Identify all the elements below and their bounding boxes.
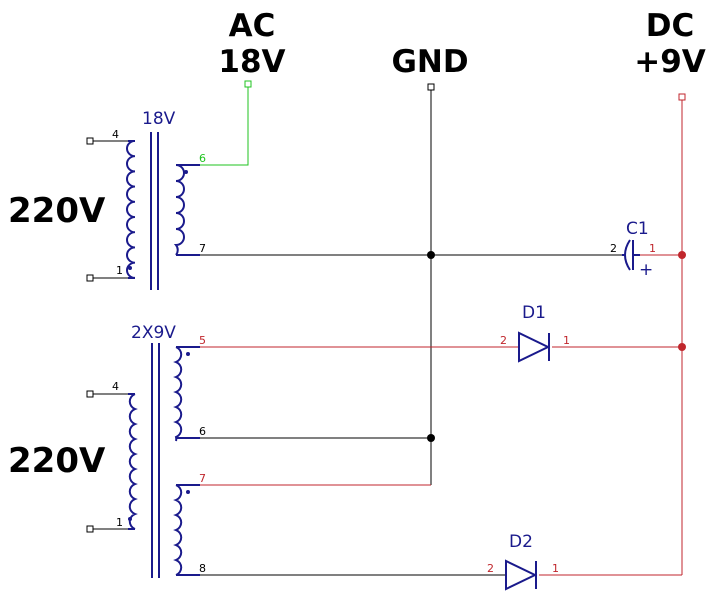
t1-pin1-terminal [86,274,94,282]
dc-terminal [678,93,686,101]
t2-pin1-label: 1 [116,516,123,529]
t2-pin1-terminal [86,525,94,533]
d2-pin1-label: 1 [552,562,559,575]
ac-terminal [244,80,252,88]
t2-pin8-label: 8 [199,562,206,575]
t1-primary-dot [128,266,132,270]
t1-pin4-label: 4 [112,128,119,141]
ac-wire [200,87,249,166]
diode-d1: D1 2 1 [500,303,570,363]
t2-lower-dot [186,490,190,494]
t1-pin6-label: 6 [199,152,206,165]
gnd-junction-top [427,251,435,259]
c1-pin2-label: 2 [610,242,617,255]
d2-ref-label: D2 [509,532,533,552]
t1-pin7-label: 7 [199,242,206,255]
c1-pin1-label: 1 [649,242,656,255]
d1-ref-label: D1 [522,303,546,323]
t1-ref-label: 18V [142,109,176,129]
t2-pin7-label: 7 [199,472,206,485]
d1-pin2-label: 2 [500,334,507,347]
t2-pin6-label: 6 [199,425,206,438]
t2-ref-label: 2X9V [131,323,176,343]
t2-pin4-label: 4 [112,380,119,393]
primary1-voltage-label: 220V [8,191,106,231]
primary2-voltage-label: 220V [8,441,106,481]
dc-label-line1: DC [646,8,694,44]
dc-junction-bottom [678,343,686,351]
t1-secondary-dot [184,170,188,174]
gnd-junction-bottom [427,434,435,442]
t2-primary-dot [128,517,132,521]
t2-pin4-terminal [86,390,94,398]
gnd-terminal [427,83,435,91]
d1-pin1-label: 1 [563,334,570,347]
transformer-t2: 2X9V 4 1 5 6 7 8 [86,323,206,578]
capacitor-c1: C1 + 2 1 [610,219,656,280]
ac-label-line2: 18V [218,44,285,80]
t1-pin4-terminal [86,137,94,145]
ac-label-line1: AC [229,8,276,44]
dc-junction-top [678,251,686,259]
t2-pin5-label: 5 [199,334,206,347]
transformer-t1: 18V 4 1 6 7 [86,109,206,290]
diode-d2: D2 2 1 [487,532,559,591]
dc-label-line2: +9V [634,44,706,80]
t1-pin1-label: 1 [116,264,123,277]
d2-pin2-label: 2 [487,562,494,575]
gnd-label: GND [391,44,468,80]
c1-ref-label: C1 [626,219,649,239]
t2-upper-dot [186,352,190,356]
c1-plus-label: + [639,260,653,280]
